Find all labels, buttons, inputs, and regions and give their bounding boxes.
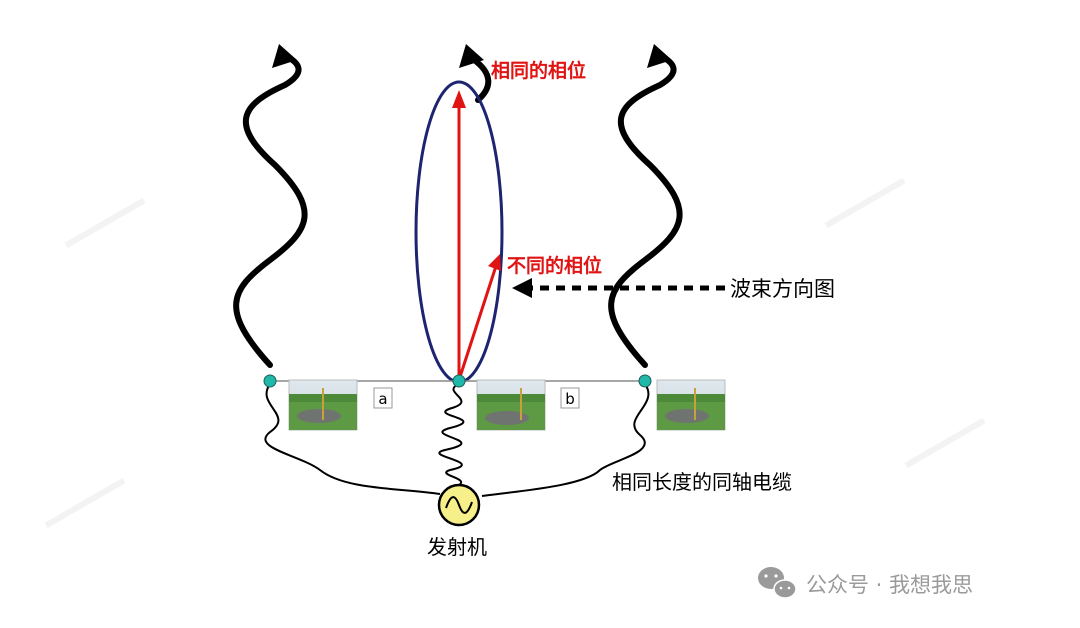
- antenna-photo-right: [656, 379, 726, 431]
- beam-pattern-label: 波束方向图: [730, 277, 835, 301]
- watermark-text: 公众号 · 我想我思: [806, 573, 973, 597]
- sine-wave-icon: [445, 496, 473, 514]
- antenna-photo-center: [476, 379, 546, 431]
- beam-pattern-pointer-arrowhead: [512, 278, 532, 298]
- spacing-a-label: a: [378, 390, 387, 408]
- antenna-element-left: [263, 374, 277, 388]
- left-wave-arrowhead: [272, 44, 297, 68]
- right-wave-arrowhead: [647, 44, 672, 68]
- center-wave-arrowhead: [459, 44, 484, 68]
- left-coax-cable: [264, 383, 441, 495]
- transmitter-label: 发射机: [427, 535, 487, 559]
- same-phase-label: 相同的相位: [491, 59, 586, 82]
- background-watermark: [44, 177, 986, 529]
- left-wave: [233, 52, 308, 368]
- wechat-icon: [758, 567, 797, 599]
- same-length-coax-label: 相同长度的同轴电缆: [612, 470, 792, 494]
- different-phase-label: 不同的相位: [507, 254, 602, 277]
- different-phase-arrowhead: [488, 254, 501, 271]
- antenna-element-right: [638, 374, 652, 388]
- antenna-element-center: [452, 374, 466, 388]
- right-wave: [608, 52, 683, 368]
- same-phase-arrowhead: [452, 90, 466, 108]
- right-coax-cable: [481, 383, 650, 497]
- different-phase-vector: [457, 265, 498, 381]
- antenna-photo-left: [288, 379, 358, 431]
- spacing-a-box: [373, 387, 393, 409]
- spacing-b-label: b: [565, 390, 575, 408]
- center-coax-cable: [438, 383, 465, 486]
- spacing-b-box: [560, 387, 580, 409]
